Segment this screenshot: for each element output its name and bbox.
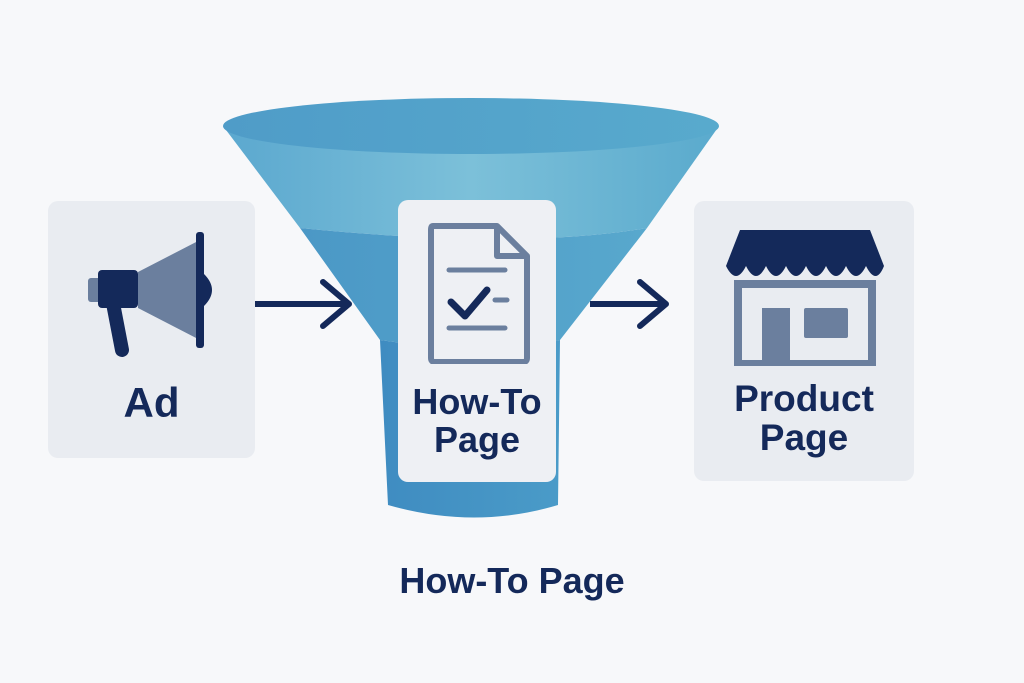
funnel-rim: [223, 98, 719, 154]
product-label-line2: Page: [759, 416, 849, 458]
ad-label: Ad: [123, 379, 180, 426]
arrow-right-icon: [590, 279, 669, 329]
arrow-right-icon: [255, 279, 352, 329]
storefront-icon: [724, 226, 886, 366]
howto-label: How-To Page: [398, 383, 556, 459]
checklist-document-icon: [427, 222, 531, 364]
product-label: Product Page: [694, 378, 914, 458]
megaphone-icon: [84, 228, 220, 360]
howto-label-line1: How-To: [412, 381, 542, 422]
funnel-band-top: [223, 126, 719, 239]
funnel-caption: How-To Page: [399, 560, 625, 601]
product-label-line1: Product: [734, 378, 874, 419]
ad-card: [48, 201, 255, 458]
howto-label-line2: Page: [433, 418, 521, 460]
